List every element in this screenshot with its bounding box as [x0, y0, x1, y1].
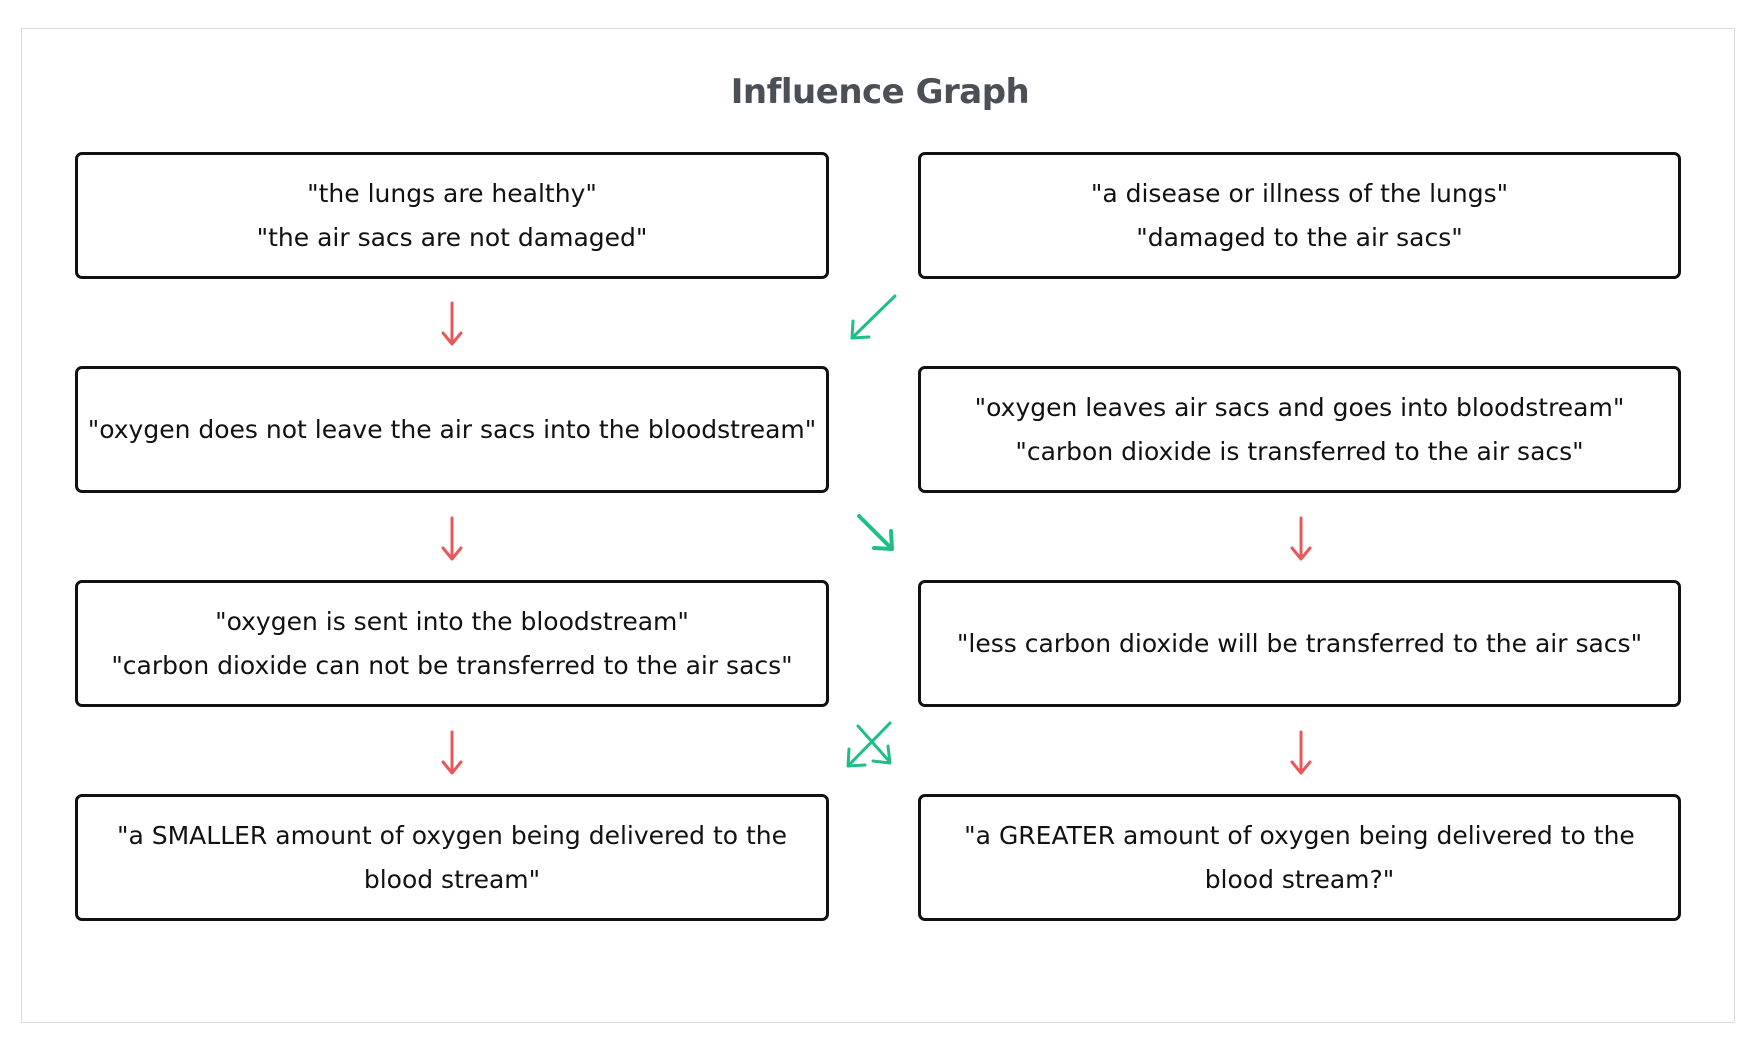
node-text: "oxygen is sent into the bloodstream": [215, 606, 689, 636]
node-smaller-oxygen: "a SMALLER amount of oxygen being delive…: [75, 794, 829, 921]
node-text: "less carbon dioxide will be transferred…: [956, 628, 1643, 658]
node-text: "oxygen leaves air sacs and goes into bl…: [974, 392, 1625, 422]
node-text: "the lungs are healthy": [307, 178, 597, 208]
node-text: blood stream": [363, 864, 541, 894]
node-text: "carbon dioxide can not be transferred t…: [111, 650, 793, 680]
node-lung-disease: "a disease or illness of the lungs" "dam…: [918, 152, 1681, 279]
node-oxygen-leaves: "oxygen leaves air sacs and goes into bl…: [918, 366, 1681, 493]
node-text: blood stream?": [1204, 864, 1395, 894]
node-text: "damaged to the air sacs": [1136, 222, 1463, 252]
node-text: "a GREATER amount of oxygen being delive…: [964, 820, 1635, 850]
node-lungs-healthy: "the lungs are healthy" "the air sacs ar…: [75, 152, 829, 279]
node-text: "oxygen does not leave the air sacs into…: [87, 414, 817, 444]
diagram-frame: [21, 28, 1735, 1023]
node-oxygen-sent: "oxygen is sent into the bloodstream" "c…: [75, 580, 829, 707]
node-less-co2: "less carbon dioxide will be transferred…: [918, 580, 1681, 707]
node-text: "a SMALLER amount of oxygen being delive…: [116, 820, 788, 850]
node-text: "the air sacs are not damaged": [256, 222, 648, 252]
diagram-title: Influence Graph: [730, 72, 1030, 112]
node-text: "a disease or illness of the lungs": [1090, 178, 1509, 208]
node-oxygen-not-leaving: "oxygen does not leave the air sacs into…: [75, 366, 829, 493]
node-greater-oxygen: "a GREATER amount of oxygen being delive…: [918, 794, 1681, 921]
node-text: "carbon dioxide is transferred to the ai…: [1015, 436, 1584, 466]
